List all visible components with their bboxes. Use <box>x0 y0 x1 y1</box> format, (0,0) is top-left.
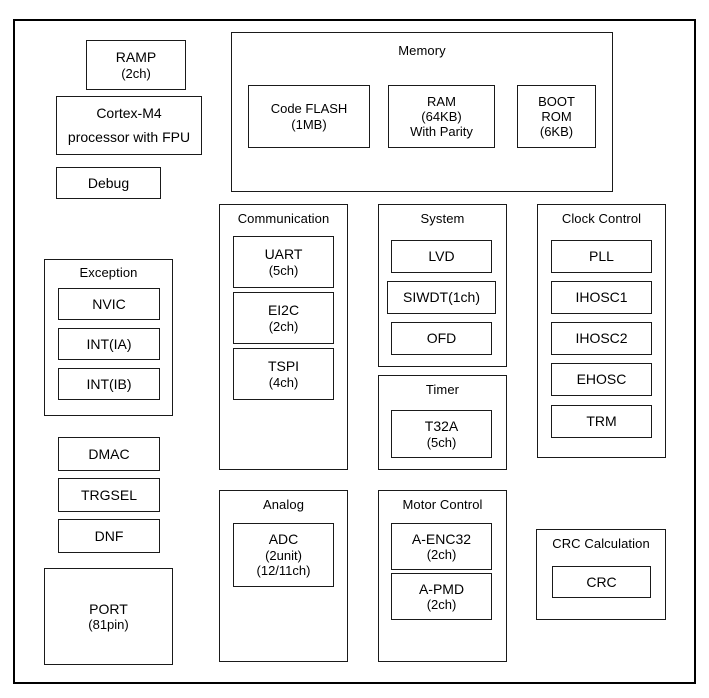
block-ei2c-line-2: (2ch) <box>268 318 299 334</box>
group-communication-caption: Communication <box>237 211 330 226</box>
block-ei2c[interactable]: EI2C (2ch) <box>233 292 334 344</box>
block-siwdt-label: SIWDT(1ch) <box>403 289 480 306</box>
group-system-caption: System <box>420 211 465 226</box>
block-tspi-line-2: (4ch) <box>268 374 299 390</box>
block-a-enc32-line-1: A-ENC32 <box>411 530 472 547</box>
block-cortex-m4[interactable]: Cortex-M4 processor with FPU <box>56 96 202 155</box>
block-dmac[interactable]: DMAC <box>58 437 160 471</box>
block-crc-label: CRC <box>586 573 617 590</box>
block-ihosc1[interactable]: IHOSC1 <box>551 281 652 314</box>
group-clock-control-caption: Clock Control <box>561 211 642 226</box>
block-ehosc-label: EHOSC <box>576 371 627 388</box>
block-code-flash-line-2: (1MB) <box>291 116 327 132</box>
block-lvd-label: LVD <box>428 248 455 265</box>
block-ramp[interactable]: RAMP (2ch) <box>86 40 186 90</box>
block-dmac-label: DMAC <box>88 445 130 462</box>
block-uart[interactable]: UART (5ch) <box>233 236 334 288</box>
block-nvic-label: NVIC <box>92 295 126 312</box>
block-adc[interactable]: ADC (2unit) (12/11ch) <box>233 523 334 587</box>
block-ram[interactable]: RAM (64KB) With Parity <box>388 85 495 148</box>
block-ramp-line-1: RAMP <box>115 49 157 66</box>
block-ram-line-2: (64KB) <box>421 108 462 124</box>
block-pll-label: PLL <box>589 248 614 265</box>
block-port[interactable]: PORT (81pin) <box>44 568 173 665</box>
block-a-pmd-line-1: A-PMD <box>418 580 465 597</box>
block-int-ia[interactable]: INT(IA) <box>58 328 160 360</box>
block-adc-line-1: ADC <box>268 531 299 548</box>
block-port-line-2: (81pin) <box>88 617 129 633</box>
block-ofd[interactable]: OFD <box>391 322 492 355</box>
block-uart-line-1: UART <box>264 246 303 263</box>
block-ehosc[interactable]: EHOSC <box>551 363 652 396</box>
block-int-ib[interactable]: INT(IB) <box>58 368 160 400</box>
group-exception-caption: Exception <box>79 265 138 280</box>
block-cortex-m4-line-2: processor with FPU <box>67 129 191 145</box>
block-tspi[interactable]: TSPI (4ch) <box>233 348 334 400</box>
block-trgsel-label: TRGSEL <box>80 486 137 503</box>
group-analog-caption: Analog <box>262 497 305 512</box>
block-a-enc32-line-2: (2ch) <box>426 547 457 563</box>
block-port-line-1: PORT <box>89 600 128 617</box>
block-a-enc32[interactable]: A-ENC32 (2ch) <box>391 523 492 570</box>
block-t32a-line-2: (5ch) <box>426 434 457 450</box>
block-t32a[interactable]: T32A (5ch) <box>391 410 492 458</box>
block-int-ia-label: INT(IA) <box>86 335 132 352</box>
block-ihosc2[interactable]: IHOSC2 <box>551 322 652 355</box>
block-code-flash-line-1: Code FLASH <box>270 101 348 117</box>
block-ram-line-3: With Parity <box>410 124 473 140</box>
block-ihosc1-label: IHOSC1 <box>575 289 628 306</box>
block-a-pmd[interactable]: A-PMD (2ch) <box>391 573 492 620</box>
block-boot-rom-line-3: (6KB) <box>539 124 574 140</box>
group-timer-caption: Timer <box>425 382 460 397</box>
block-ram-line-1: RAM <box>427 93 456 109</box>
group-memory-caption: Memory <box>398 43 446 58</box>
block-ramp-line-2: (2ch) <box>121 65 151 81</box>
block-ei2c-line-1: EI2C <box>267 302 300 319</box>
block-siwdt[interactable]: SIWDT(1ch) <box>387 281 496 314</box>
block-code-flash[interactable]: Code FLASH (1MB) <box>248 85 370 148</box>
block-debug[interactable]: Debug <box>56 167 161 199</box>
block-nvic[interactable]: NVIC <box>58 288 160 320</box>
block-adc-line-2: (2unit) <box>265 547 302 563</box>
block-trm-label: TRM <box>586 413 617 430</box>
block-ofd-label: OFD <box>426 330 457 347</box>
block-ihosc2-label: IHOSC2 <box>575 330 628 347</box>
block-int-ib-label: INT(IB) <box>86 375 132 392</box>
block-adc-line-3: (12/11ch) <box>256 563 311 579</box>
block-uart-line-2: (5ch) <box>268 262 299 278</box>
block-pll[interactable]: PLL <box>551 240 652 273</box>
block-tspi-line-1: TSPI <box>267 358 300 375</box>
block-boot-rom[interactable]: BOOT ROM (6KB) <box>517 85 596 148</box>
group-crc-calculation-caption: CRC Calculation <box>552 536 650 551</box>
block-debug-label: Debug <box>87 174 130 191</box>
block-t32a-line-1: T32A <box>424 418 459 435</box>
block-trm[interactable]: TRM <box>551 405 652 438</box>
block-dnf-label: DNF <box>94 527 124 544</box>
block-cortex-m4-line-1: Cortex-M4 <box>96 105 162 122</box>
block-lvd[interactable]: LVD <box>391 240 492 273</box>
group-motor-control-caption: Motor Control <box>402 497 483 512</box>
block-trgsel[interactable]: TRGSEL <box>58 478 160 512</box>
block-crc[interactable]: CRC <box>552 566 651 598</box>
block-boot-rom-line-1: BOOT <box>538 93 575 109</box>
block-boot-rom-line-2: ROM <box>541 108 572 124</box>
block-a-pmd-line-2: (2ch) <box>426 597 457 613</box>
block-dnf[interactable]: DNF <box>58 519 160 553</box>
